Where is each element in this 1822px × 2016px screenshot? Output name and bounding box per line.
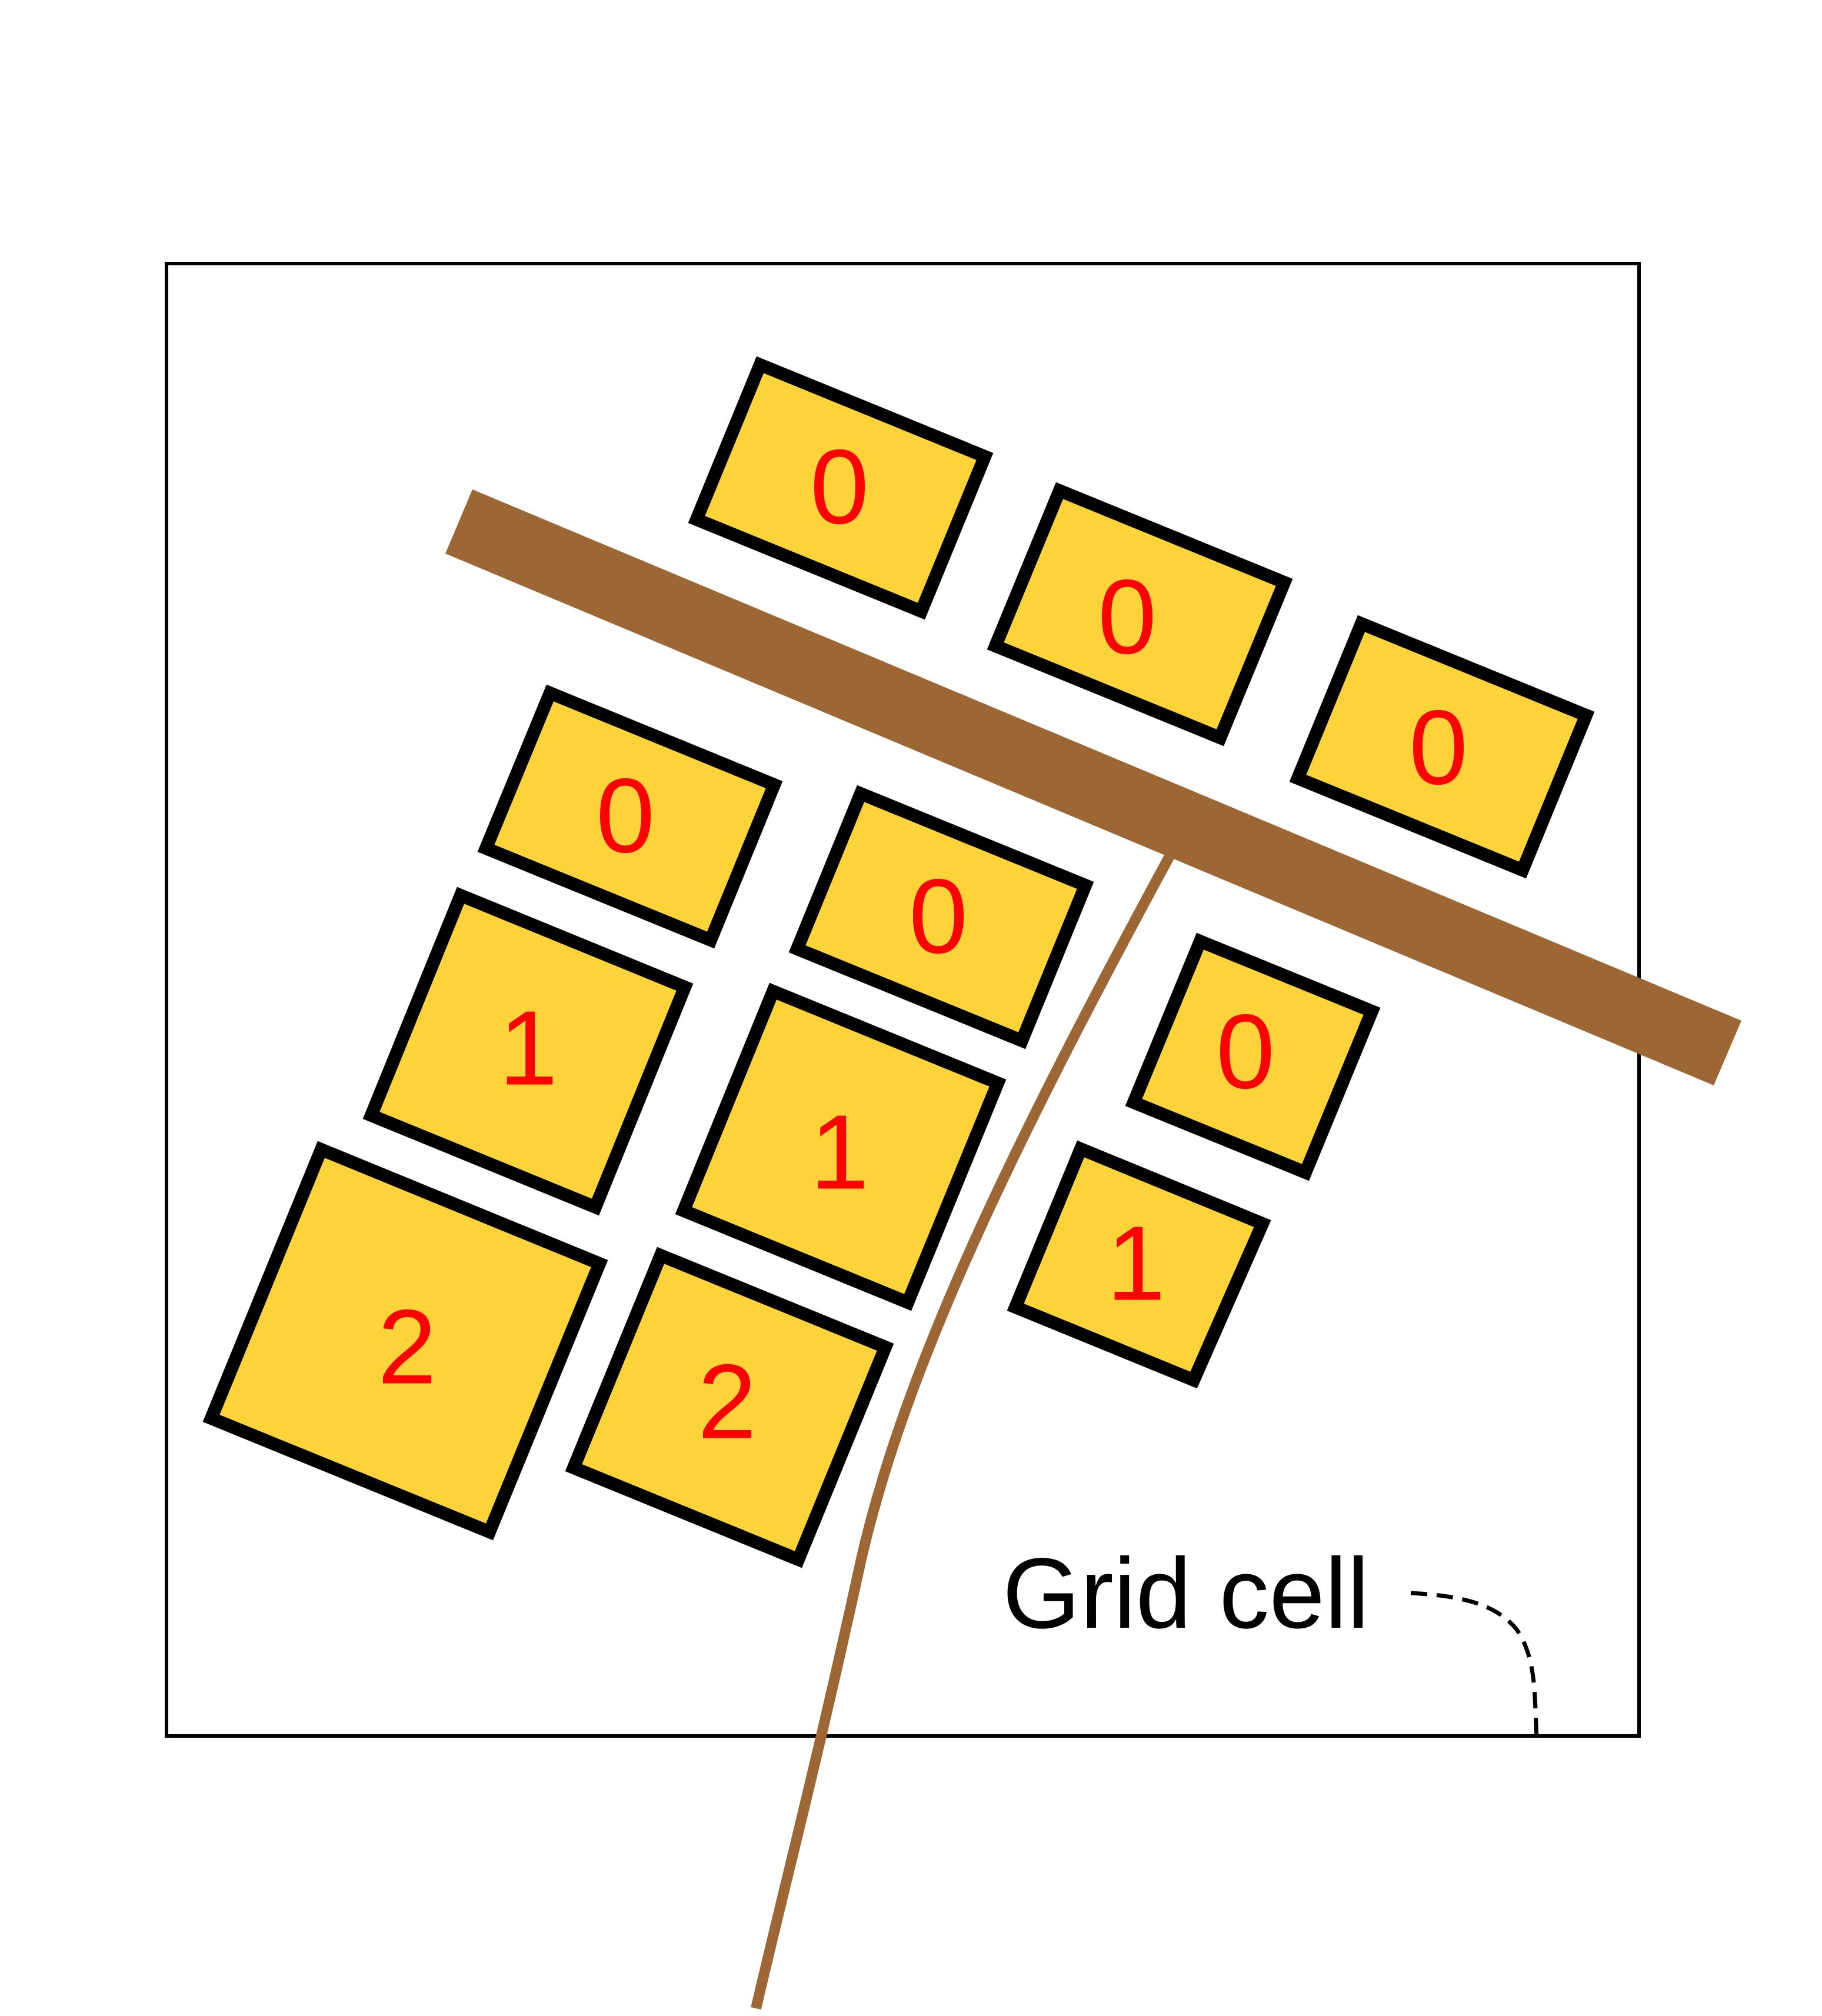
lot: 2 [202,1141,608,1541]
grid-cell-caption: Grid cell [1002,1538,1369,1650]
lot-shape [1125,932,1381,1181]
lot-shape [675,982,1007,1311]
lot-label: 0 [810,428,869,547]
lot-shape [688,356,994,620]
side-road [751,849,1177,2010]
lot: 1 [675,982,1007,1311]
lot: 0 [987,482,1293,747]
lot-label: 0 [1216,993,1275,1111]
lot: 0 [788,785,1094,1049]
lot: 2 [565,1247,894,1568]
lot-shape [202,1141,608,1541]
lot: 1 [362,887,694,1216]
lot-label: 0 [909,858,968,976]
lot: 0 [477,684,783,949]
lot-shape [565,1247,894,1568]
lot-label: 2 [378,1288,437,1407]
lot-shape [788,785,1094,1049]
lot-label: 1 [810,1094,869,1212]
lot-shape [1289,615,1595,879]
lot-label: 1 [499,989,558,1108]
lot-shape [477,684,783,949]
lot-label: 0 [596,757,655,875]
lot-shape [362,887,694,1216]
lot: 0 [1289,615,1595,879]
caption-leader [1410,1591,1539,1739]
lot-shape [987,482,1293,747]
main-road [445,489,1741,1085]
lot-label: 1 [1107,1205,1165,1323]
lot: 0 [1125,932,1381,1181]
lot-label: 0 [1409,689,1468,807]
lots: 0 0 0 0 0 0 1 1 [202,356,1595,1568]
lot: 1 [1007,1140,1271,1389]
lot-shape [1007,1140,1271,1389]
lot-label: 0 [1098,558,1157,677]
lot-label: 2 [698,1343,757,1461]
lot: 0 [688,356,994,620]
